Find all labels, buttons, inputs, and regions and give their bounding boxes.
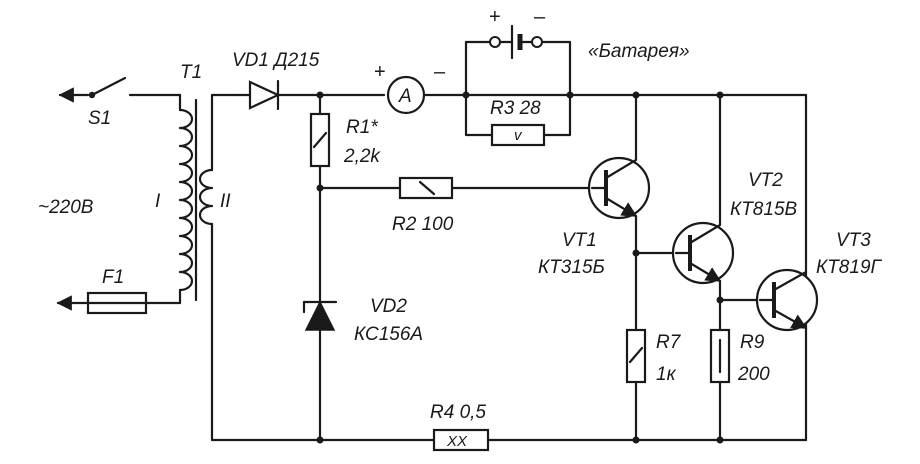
primary-winding (178, 108, 194, 292)
label-s1: S1 (88, 108, 111, 129)
label-r1-name: R1* (346, 117, 378, 138)
label-battery: «Батарея» (588, 41, 690, 62)
transistor-vt2 (634, 93, 735, 442)
label-vt2-name: VT2 (748, 170, 783, 191)
resistor-r2 (318, 176, 594, 200)
switch-s1 (90, 76, 127, 97)
resistor-r3 (464, 93, 572, 147)
label-vt3-value: КТ819Г (816, 257, 883, 278)
battery-minus: – (534, 6, 546, 28)
label-f1: F1 (102, 267, 124, 288)
label-r3: R3 28 (490, 98, 541, 119)
label-r2: R2 100 (392, 214, 454, 235)
resistor-r1 (309, 93, 331, 442)
label-vd1: VD1 Д215 (232, 50, 320, 71)
ammeter-minus: – (434, 61, 446, 83)
label-vd2-name: VD2 (370, 296, 407, 317)
label-mains: ~220В (38, 197, 94, 218)
resistor-r7 (625, 328, 647, 384)
label-r4: R4 0,5 (430, 402, 486, 423)
label-vt1-name: VT1 (562, 230, 597, 251)
label-r9-name: R9 (740, 332, 765, 353)
label-winding-primary: I (155, 191, 161, 212)
label-vt3-name: VT3 (836, 230, 871, 251)
r3-mark: v (514, 127, 523, 144)
label-r1-value: 2,2k (343, 146, 381, 167)
diode-vd1 (233, 79, 386, 111)
battery (464, 24, 572, 97)
ammeter-plus: + (374, 61, 386, 83)
label-r9-value: 200 (737, 364, 770, 385)
label-t1: T1 (180, 62, 202, 83)
battery-plus: + (489, 6, 501, 28)
ammeter (386, 75, 572, 115)
secondary-winding (198, 168, 214, 226)
transistor-vt3 (718, 268, 819, 332)
zener-vd2 (302, 300, 338, 331)
label-winding-secondary: II (220, 191, 231, 212)
transformer-t1 (178, 93, 322, 442)
resistor-r9 (709, 328, 731, 384)
label-ammeter: A (398, 86, 412, 107)
label-r7-name: R7 (656, 332, 682, 353)
resistor-r4 (318, 428, 808, 452)
transistor-vt1 (587, 93, 651, 442)
mains-input (56, 76, 182, 315)
label-vt1-value: КТ315Б (538, 257, 605, 278)
label-r7-value: 1к (656, 364, 677, 385)
r4-mark: XX (446, 433, 468, 450)
label-vt2-value: КТ815В (730, 199, 798, 220)
label-vd2-value: КС156А (354, 324, 423, 345)
